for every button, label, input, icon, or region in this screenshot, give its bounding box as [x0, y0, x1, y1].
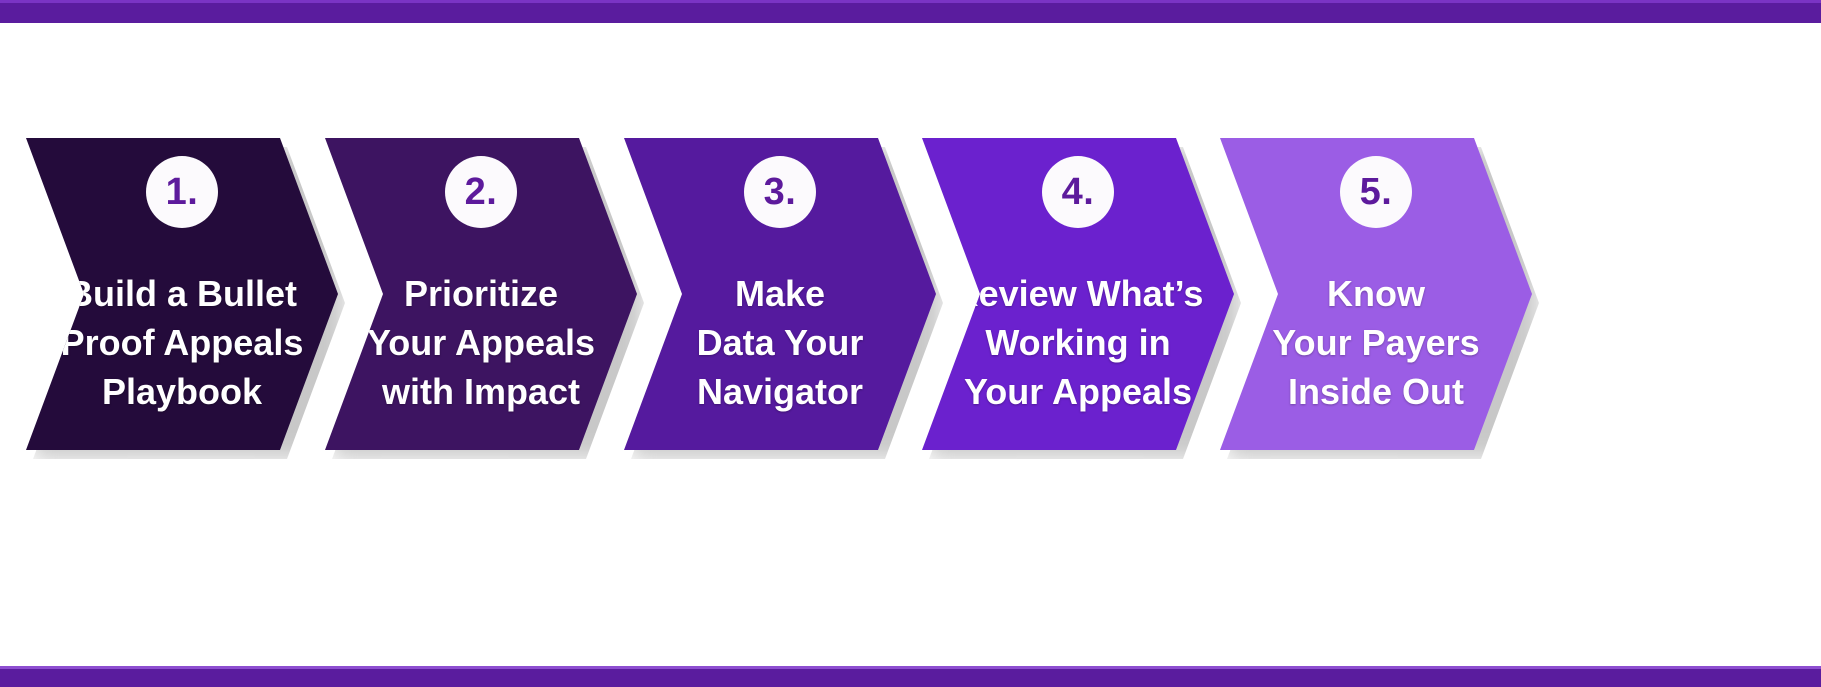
step-number-badge-1: 1.: [146, 156, 218, 228]
step-label-2: Prioritize Your Appeals with Impact: [366, 273, 596, 412]
step-label-1: Build a Bullet Proof Appeals Playbook: [60, 273, 304, 412]
step-label-5: Know Your Payers Inside Out: [1272, 273, 1480, 412]
step-label-3: Make Data Your Navigator: [696, 273, 864, 412]
process-chevron-band: 1. Build a Bullet Proof Appeals Playbook…: [0, 138, 1821, 450]
chevron-step-2[interactable]: 2. Prioritize Your Appeals with Impact: [325, 138, 637, 450]
step-label-4: Review What’s Working in Your Appeals: [952, 273, 1204, 412]
chevron-step-4[interactable]: 4. Review What’s Working in Your Appeals: [922, 138, 1234, 450]
top-brand-bar: [0, 0, 1821, 23]
step-number-badge-5: 5.: [1340, 156, 1412, 228]
chevron-step-3[interactable]: 3. Make Data Your Navigator: [624, 138, 936, 450]
chevron-step-5[interactable]: 5. Know Your Payers Inside Out: [1220, 138, 1532, 450]
step-number-badge-2: 2.: [445, 156, 517, 228]
bottom-brand-bar: [0, 666, 1821, 687]
step-number-badge-4: 4.: [1042, 156, 1114, 228]
step-number-badge-3: 3.: [744, 156, 816, 228]
chevron-step-1[interactable]: 1. Build a Bullet Proof Appeals Playbook: [26, 138, 338, 450]
